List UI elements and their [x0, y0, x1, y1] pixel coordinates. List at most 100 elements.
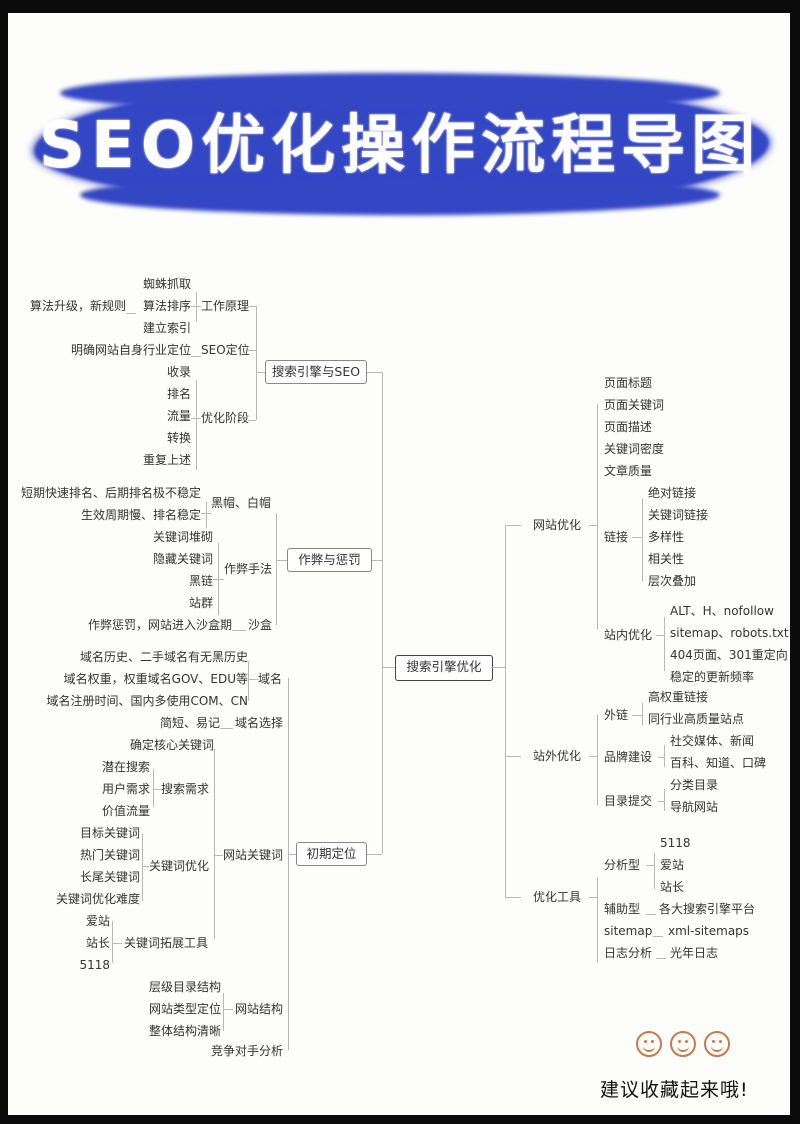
branch-onsite-opt[interactable]: 网站优化 — [533, 518, 582, 532]
node-site-structure[interactable]: 网站结构 — [235, 1002, 284, 1016]
node-black-white-hat[interactable]: 黑帽、白帽 — [211, 496, 272, 510]
node-opt-stages[interactable]: 优化阶段 — [201, 411, 250, 425]
node-work-principle[interactable]: 工作原理 — [201, 299, 250, 313]
node-keyword-opt[interactable]: 关键词优化 — [149, 859, 210, 873]
node-links[interactable]: 链接 — [604, 530, 629, 544]
node-site-type[interactable]: 网站类型定位 — [148, 1002, 221, 1016]
node-backlinks[interactable]: 外链 — [604, 708, 629, 722]
node-404-301[interactable]: 404页面、301重定向 — [670, 648, 788, 662]
node-high-weight-links[interactable]: 高权重链接 — [648, 690, 709, 704]
node-sitemap-tool[interactable]: sitemap — [604, 924, 653, 938]
node-longtail-keyword[interactable]: 长尾关键词 — [79, 870, 140, 884]
node-whitehat-desc[interactable]: 生效周期慢、排名稳定 — [80, 508, 201, 522]
connector — [220, 728, 233, 729]
node-stage-traffic[interactable]: 流量 — [166, 409, 191, 423]
node-diversity[interactable]: 多样性 — [648, 530, 685, 544]
node-keyword-difficulty[interactable]: 关键词优化难度 — [55, 892, 140, 906]
node-guangnian-log[interactable]: 光年日志 — [670, 946, 719, 960]
node-algo-upgrade[interactable]: 算法升级，新规则 — [29, 299, 126, 313]
node-domain-reg-time[interactable]: 域名注册时间、国内多使用COM、CN — [46, 694, 248, 708]
node-relevance[interactable]: 相关性 — [648, 552, 685, 566]
node-stage-index[interactable]: 收录 — [166, 365, 191, 379]
connector — [365, 372, 382, 373]
branch-initial-position[interactable]: 初期定位 — [296, 842, 367, 866]
node-internal-opt[interactable]: 站内优化 — [604, 628, 653, 642]
branch-offsite-opt[interactable]: 站外优化 — [533, 749, 582, 763]
node-domain-choice[interactable]: 域名选择 — [235, 716, 284, 730]
node-sandbox[interactable]: 沙盒 — [248, 618, 273, 632]
node-value-traffic[interactable]: 价值流量 — [101, 804, 150, 818]
node-competitor-analysis[interactable]: 竞争对手分析 — [210, 1044, 283, 1058]
node-assist-type[interactable]: 辅助型 — [604, 902, 641, 916]
node-keyword-tools[interactable]: 关键词拓展工具 — [124, 936, 209, 950]
node-keyword-density[interactable]: 关键词密度 — [604, 442, 665, 456]
node-domain-history[interactable]: 域名历史、二手域名有无黑历史 — [79, 650, 248, 664]
node-cheat-methods[interactable]: 作弊手法 — [224, 562, 273, 576]
node-sitemap-robots[interactable]: sitemap、robots.txt — [670, 626, 789, 640]
node-quality-sites[interactable]: 同行业高质量站点 — [648, 712, 745, 726]
node-site-farm[interactable]: 站群 — [188, 596, 213, 610]
node-search-demand[interactable]: 搜索需求 — [161, 782, 210, 796]
node-stage-convert[interactable]: 转换 — [166, 431, 191, 445]
node-wiki-reputation[interactable]: 百科、知道、口碑 — [670, 756, 767, 770]
node-hot-keyword[interactable]: 热门关键词 — [79, 848, 140, 862]
node-page-desc[interactable]: 页面描述 — [604, 420, 653, 434]
node-tool-aizhan[interactable]: 爱站 — [660, 858, 685, 872]
node-update-frequency[interactable]: 稳定的更新频率 — [670, 670, 755, 684]
node-sandbox-desc[interactable]: 作弊惩罚，网站进入沙盒期 — [87, 618, 232, 632]
connector — [505, 525, 506, 897]
node-target-keyword[interactable]: 目标关键词 — [79, 826, 140, 840]
connector — [664, 617, 665, 671]
node-domain[interactable]: 域名 — [258, 672, 283, 686]
node-domain-weight[interactable]: 域名权重，权重域名GOV、EDU等 — [63, 672, 248, 686]
node-potential-search[interactable]: 潜在搜索 — [101, 760, 150, 774]
node-directory-submit[interactable]: 目录提交 — [604, 794, 653, 808]
node-tool-zhanzhang[interactable]: 站长 — [660, 880, 685, 894]
node-user-demand[interactable]: 用户需求 — [101, 782, 150, 796]
node-site-keywords[interactable]: 网站关键词 — [223, 848, 284, 862]
node-hidden-keywords[interactable]: 隐藏关键词 — [152, 552, 213, 566]
center-node[interactable]: 搜索引擎优化 — [395, 655, 493, 681]
branch-search-seo[interactable]: 搜索引擎与SEO — [265, 360, 367, 384]
node-page-title[interactable]: 页面标题 — [604, 376, 653, 390]
branch-opt-tools[interactable]: 优化工具 — [533, 890, 582, 904]
node-category-dir[interactable]: 分类目录 — [670, 778, 719, 792]
branch-cheat-penalty[interactable]: 作弊与惩罚 — [287, 548, 372, 572]
node-nav-sites[interactable]: 导航网站 — [670, 800, 719, 814]
node-dir-structure[interactable]: 层级目录结构 — [148, 980, 221, 994]
node-keyword-link[interactable]: 关键词链接 — [648, 508, 709, 522]
node-analysis-type[interactable]: 分析型 — [604, 858, 641, 872]
node-blackhat-desc[interactable]: 短期快速排名、后期排名极不稳定 — [20, 486, 201, 500]
node-spider-crawl[interactable]: 蜘蛛抓取 — [142, 277, 191, 291]
connector — [365, 854, 382, 855]
node-article-quality[interactable]: 文章质量 — [604, 464, 653, 478]
connector — [288, 678, 289, 1050]
connector — [491, 667, 505, 668]
node-absolute-link[interactable]: 绝对链接 — [648, 486, 697, 500]
node-alt-h-nofollow[interactable]: ALT、H、nofollow — [670, 604, 774, 618]
node-keyword-stuffing[interactable]: 关键词堆砌 — [152, 530, 213, 544]
node-core-keyword[interactable]: 确定核心关键词 — [129, 738, 214, 752]
node-layering[interactable]: 层次叠加 — [648, 574, 697, 588]
node-search-platforms[interactable]: 各大搜索引擎平台 — [659, 902, 756, 916]
node-log-analysis[interactable]: 日志分析 — [604, 946, 653, 960]
node-social-news[interactable]: 社交媒体、新闻 — [670, 734, 755, 748]
node-page-keywords[interactable]: 页面关键词 — [604, 398, 665, 412]
node-tool-5118[interactable]: 5118 — [660, 836, 691, 850]
node-seo-position[interactable]: SEO定位 — [201, 343, 250, 357]
node-short-memorable[interactable]: 简短、易记 — [159, 716, 220, 730]
node-build-index[interactable]: 建立索引 — [142, 321, 191, 335]
node-stage-repeat[interactable]: 重复上述 — [142, 453, 191, 467]
node-clear-structure[interactable]: 整体结构清晰 — [148, 1024, 221, 1038]
node-stage-rank[interactable]: 排名 — [166, 387, 191, 401]
node-brand-building[interactable]: 品牌建设 — [604, 750, 653, 764]
connector — [632, 537, 642, 538]
node-xml-sitemaps[interactable]: xml-sitemaps — [668, 924, 750, 938]
node-tool-5118[interactable]: 5118 — [79, 958, 110, 972]
node-tool-aizhan[interactable]: 爱站 — [85, 914, 110, 928]
node-algo-rank[interactable]: 算法排序 — [142, 299, 191, 313]
node-black-links[interactable]: 黑链 — [188, 574, 213, 588]
node-tool-zhanzhang[interactable]: 站长 — [85, 936, 110, 950]
connector — [589, 525, 597, 526]
node-industry-position[interactable]: 明确网站自身行业定位 — [70, 343, 191, 357]
